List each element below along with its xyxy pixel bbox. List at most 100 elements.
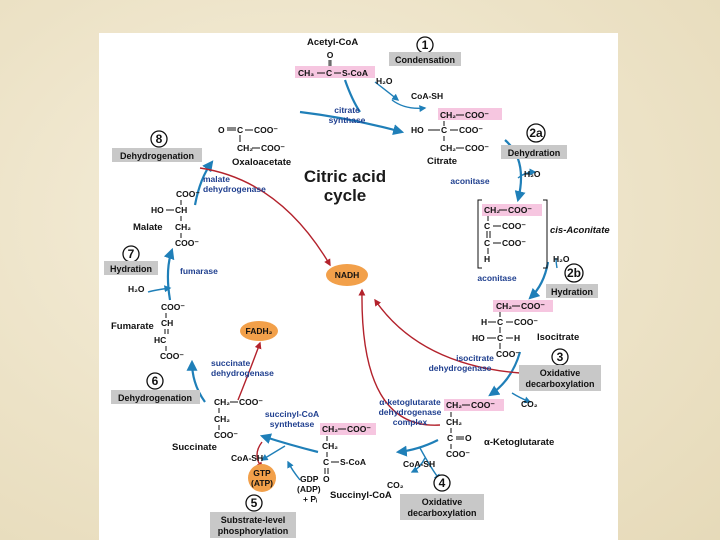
svg-text:CH₂: CH₂ [214,397,230,407]
svg-text:Succinate: Succinate [172,442,217,453]
svg-text:CH₃: CH₃ [298,68,314,78]
svg-text:Substrate-level: Substrate-level [221,515,286,525]
h2o-step2a: H₂O [524,169,541,179]
svg-text:COO⁻: COO⁻ [521,301,545,311]
svg-text:COO⁻: COO⁻ [347,424,371,434]
svg-text:Dehydrogenation: Dehydrogenation [120,151,194,161]
svg-text:C: C [497,317,503,327]
arrow-step7 [163,247,175,301]
svg-text:COO⁻: COO⁻ [459,125,483,135]
svg-text:COO⁻: COO⁻ [465,110,489,120]
step-1: 1 Condensation [389,36,461,66]
diagram-title-line2: cycle [324,186,367,205]
enzyme-succinate-dh-2: dehydrogenase [211,368,274,378]
svg-text:COO⁻: COO⁻ [496,349,520,359]
svg-text:CH₂: CH₂ [440,143,456,153]
compound-malate: COO⁻ HO CH CH₂ COO⁻ Malate [133,189,200,248]
svg-text:NADH: NADH [335,270,360,280]
enzyme-citrate-synthase-1: citrate [334,105,360,115]
svg-text:HO: HO [411,125,424,135]
enzyme-isocitrate-dh-2: dehydrogenase [429,363,492,373]
enzyme-akg-dh-3: complex [393,417,428,427]
svg-text:COO⁻: COO⁻ [261,143,285,153]
svg-text:Oxidative: Oxidative [540,368,581,378]
step-3: 3 Oxidative decarboxylation [519,348,601,391]
svg-text:COO⁻: COO⁻ [214,430,238,440]
svg-text:phosphorylation: phosphorylation [218,526,289,536]
svg-text:cis-Aconitate: cis-Aconitate [550,225,610,236]
svg-text:COO⁻: COO⁻ [161,302,185,312]
svg-text:C: C [323,457,329,467]
step-5: 5 Substrate-level phosphorylation [210,494,296,538]
enzyme-aconitase-2: aconitase [477,273,516,283]
coash-step4: CoA-SH [403,459,435,469]
fadh2-badge: FADH₂ [240,321,278,341]
svg-text:Hydration: Hydration [110,264,152,274]
svg-text:O: O [465,433,472,443]
svg-text:Oxidative: Oxidative [422,497,463,507]
svg-text:Citrate: Citrate [427,156,457,167]
enzyme-aconitase-1: aconitase [450,176,489,186]
compound-succinate: CH₂ COO⁻ CH₂ COO⁻ Succinate [172,397,263,453]
svg-text:2b: 2b [567,266,581,280]
coash-step1: CoA-SH [411,91,443,101]
svg-text:3: 3 [557,350,564,364]
svg-text:(ATP): (ATP) [251,478,273,488]
svg-text:CH₂: CH₂ [484,205,500,215]
svg-text:FADH₂: FADH₂ [246,326,273,336]
svg-text:COO⁻: COO⁻ [176,189,200,199]
svg-text:4: 4 [439,476,446,490]
compound-acetyl-coa: Acetyl-CoA O ‖ CH₃ C S-CoA [295,37,375,78]
arrow-step2b [528,261,550,300]
diagram-title-line1: Citric acid [304,167,386,186]
step-8: 8 Dehydrogenation [112,130,202,162]
svg-text:CH₂: CH₂ [446,417,462,427]
enzyme-succinyl-synthetase-1: succinyl-CoA [265,409,319,419]
compound-oxaloacetate: O C COO⁻ CH₂ COO⁻ Oxaloacetate [218,125,291,168]
enzyme-fumarase: fumarase [180,266,218,276]
svg-text:Acetyl-CoA: Acetyl-CoA [307,37,358,48]
enzyme-akg-dh-2: dehydrogenase [379,407,442,417]
svg-text:C: C [441,125,447,135]
enzyme-malate-dh-2: dehydrogenase [203,184,266,194]
svg-text:Condensation: Condensation [395,55,455,65]
nadh-badge: NADH [326,264,368,286]
enzyme-citrate-synthase-2: synthase [329,115,366,125]
side-arrows [147,81,558,482]
co2-step3: CO₂ [521,399,538,409]
enzyme-succinyl-synthetase-2: synthetase [270,419,315,429]
svg-text:HO: HO [472,333,485,343]
svg-text:COO⁻: COO⁻ [175,238,199,248]
enzyme-akg-dh-1: α-ketoglutarate [379,397,441,407]
compound-succinyl-coa: CH₂ COO⁻ CH₂ C S-CoA O Succinyl-CoA [320,423,392,501]
svg-text:Succinyl-CoA: Succinyl-CoA [330,490,392,501]
svg-text:Dehydration: Dehydration [508,148,561,158]
arrow-step1-acetyl [343,79,361,113]
compound-isocitrate: CH₂ COO⁻ H C COO⁻ HO C H COO⁻ Isocitrate [472,300,579,359]
svg-text:Hydration: Hydration [551,287,593,297]
enzyme-malate-dh-1: malate [203,174,230,184]
svg-text:decarboxylation: decarboxylation [525,379,594,389]
svg-text:COO⁻: COO⁻ [514,317,538,327]
svg-text:HC: HC [154,335,166,345]
diagram-panel: 1 Condensation 2a Dehydration 2b Hydrati… [99,33,618,540]
svg-text:S-CoA: S-CoA [342,68,368,78]
compound-fumarate: COO⁻ CH HC COO⁻ Fumarate [111,302,185,361]
svg-text:CH₂: CH₂ [446,400,462,410]
svg-text:Fumarate: Fumarate [111,321,154,332]
step-2b: 2b Hydration [546,263,598,298]
svg-text:COO⁻: COO⁻ [446,449,470,459]
svg-text:5: 5 [251,496,258,510]
svg-text:6: 6 [152,374,159,388]
svg-text:decarboxylation: decarboxylation [407,508,476,518]
svg-text:2a: 2a [529,126,543,140]
coash-step5: CoA-SH [231,453,263,463]
h2o-step2b: H₂O [553,254,570,264]
step-2a: 2a Dehydration [501,123,567,159]
svg-text:COO⁻: COO⁻ [465,143,489,153]
arrow-step6 [186,359,206,403]
compound-alpha-ketoglutarate: CH₂ COO⁻ CH₂ C O COO⁻ α-Ketoglutarate [444,399,554,459]
arrow-step3 [488,351,522,397]
svg-text:Isocitrate: Isocitrate [537,332,579,343]
